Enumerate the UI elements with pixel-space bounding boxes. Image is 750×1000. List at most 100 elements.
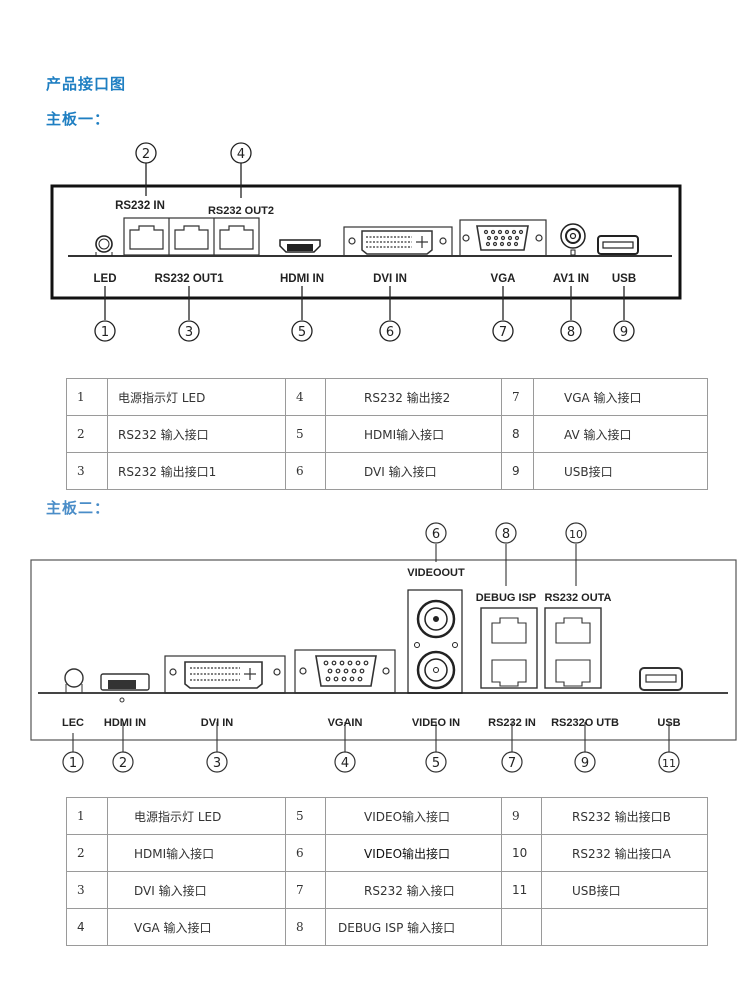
board1-label-rs232-out1: RS232 OUT1 (154, 273, 224, 285)
cell-desc: HDMI输入接口 (107, 834, 286, 872)
cell-desc: VGA 输入接口 (533, 378, 708, 416)
cell-num: 11 (501, 871, 542, 909)
cell-desc: DVI 输入接口 (107, 871, 286, 909)
board2-callout-circles (62, 522, 680, 773)
board2-label-videoout: VIDEOOUT (407, 567, 465, 579)
board2-label-vgain: VGAIN (328, 717, 363, 729)
cell-desc: DEBUG ISP 输入接口 (325, 908, 502, 946)
board2-callout-1: 1 (69, 756, 77, 771)
cell-num: 7 (285, 871, 326, 909)
board1-label-rs232-in: RS232 IN (115, 200, 165, 212)
board1-callout-6: 6 (386, 325, 394, 340)
table-row: 2 HDMI输入接口 6 VIDEO输出接口 10 RS232 输出接口A (66, 834, 708, 872)
board2-callout-7: 7 (508, 756, 516, 771)
board1-label-dvi-in: DVI IN (373, 273, 407, 285)
board1-callout-8: 8 (567, 325, 575, 340)
board1-frame (50, 184, 682, 300)
vga-port-icon (459, 219, 547, 257)
board1-callout-lines (104, 162, 625, 320)
cell-desc: RS232 输出接口1 (107, 452, 286, 490)
dvi-port-icon (343, 226, 453, 257)
board2-callout-3: 3 (213, 756, 221, 771)
board2-heading: 主板二： (46, 499, 111, 517)
hdmi-port-icon (100, 673, 150, 703)
av-port-icon (560, 223, 586, 256)
board2-callout-2: 2 (119, 756, 127, 771)
board1-spec-table: 1 电源指示灯 LED 4 RS232 输出接2 7 VGA 输入接口 2 RS… (66, 378, 708, 490)
board1-callout-1: 1 (101, 325, 109, 340)
board1-callout-3: 3 (185, 325, 193, 340)
cell-num: 5 (285, 415, 326, 453)
board2-callout-5: 5 (432, 756, 440, 771)
cell-num: 2 (66, 415, 108, 453)
cell-num: 4 (285, 378, 326, 416)
rj45-stack-icon (480, 607, 602, 689)
cell-desc: 电源指示灯 LED (107, 378, 286, 416)
led-icon (64, 668, 84, 693)
board2-callout-lines (72, 544, 670, 752)
cell-num: 2 (66, 834, 108, 872)
cell-num: 8 (501, 415, 534, 453)
cell-num: 1 (66, 797, 108, 835)
board2-label-video-in: VIDEO IN (412, 717, 460, 729)
bnc-port-icon (407, 589, 463, 694)
table-row: 3 DVI 输入接口 7 RS232 输入接口 11 USB接口 (66, 871, 708, 909)
board2-label-lec: LEC (62, 717, 84, 729)
cell-desc: DVI 输入接口 (325, 452, 502, 490)
cell-num: 3 (66, 452, 108, 490)
cell-num: 6 (285, 452, 326, 490)
cell-desc: USB接口 (533, 452, 708, 490)
board1-label-av1-in: AV1 IN (553, 273, 589, 285)
cell-num: 5 (285, 797, 326, 835)
cell-desc: 电源指示灯 LED (107, 797, 286, 835)
board2-callout-4: 4 (341, 756, 349, 771)
cell-num: 10 (501, 834, 542, 872)
table-row: 1 电源指示灯 LED 4 RS232 输出接2 7 VGA 输入接口 (66, 378, 708, 416)
board1-callout-5: 5 (298, 325, 306, 340)
board1-heading: 主板一： (46, 110, 111, 128)
vga-port-icon (294, 649, 396, 694)
board2-label-hdmi-in: HDMI IN (104, 717, 146, 729)
board2-callout-6: 6 (432, 527, 440, 542)
cell-desc (541, 908, 708, 946)
cell-num: 6 (285, 834, 326, 872)
table-row: 2 RS232 输入接口 5 HDMI输入接口 8 AV 输入接口 (66, 415, 708, 453)
board2-label-rs232-outa: RS232 OUTA (544, 592, 611, 604)
board2-label-rs232-in: RS232 IN (488, 717, 536, 729)
cell-num: 8 (285, 908, 326, 946)
board1-label-hdmi-in: HDMI IN (280, 273, 324, 285)
board2-callout-8: 8 (502, 527, 510, 542)
board1-callout-4: 4 (237, 147, 245, 162)
cell-num: 7 (501, 378, 534, 416)
cell-desc: VIDEO输入接口 (325, 797, 502, 835)
board2-spec-table: 1 电源指示灯 LED 5 VIDEO输入接口 9 RS232 输出接口B 2 … (66, 797, 708, 946)
page-title: 产品接口图 (46, 75, 127, 93)
table-row: 4 VGA 输入接口 8 DEBUG ISP 输入接口 (66, 908, 708, 946)
board2-label-rs232-outb: RS232O UTB (551, 717, 619, 729)
cell-num: 9 (501, 452, 534, 490)
cell-desc: RS232 输出接口B (541, 797, 708, 835)
rj45-block-icon (123, 217, 260, 256)
board1-label-vga: VGA (491, 273, 516, 285)
board1-callout-2: 2 (142, 147, 150, 162)
dvi-port-icon (164, 655, 286, 694)
board1-label-usb: USB (612, 273, 636, 285)
led-icon (95, 235, 113, 256)
cell-desc: HDMI输入接口 (325, 415, 502, 453)
cell-num (501, 908, 542, 946)
board1-label-led: LED (94, 273, 117, 285)
board2-label-dvi-in: DVI IN (201, 717, 233, 729)
cell-desc: AV 输入接口 (533, 415, 708, 453)
hdmi-port-icon (279, 239, 321, 253)
cell-desc: USB接口 (541, 871, 708, 909)
cell-desc: RS232 输出接2 (325, 378, 502, 416)
board2-label-usb: USB (657, 717, 680, 729)
cell-desc: RS232 输入接口 (325, 871, 502, 909)
cell-desc: RS232 输出接口A (541, 834, 708, 872)
cell-num: 9 (501, 797, 542, 835)
board2-label-debug-isp: DEBUG ISP (476, 592, 537, 604)
cell-desc: RS232 输入接口 (107, 415, 286, 453)
cell-desc: VGA 输入接口 (107, 908, 286, 946)
board1-callout-7: 7 (499, 325, 507, 340)
table-row: 3 RS232 输出接口1 6 DVI 输入接口 9 USB接口 (66, 452, 708, 490)
